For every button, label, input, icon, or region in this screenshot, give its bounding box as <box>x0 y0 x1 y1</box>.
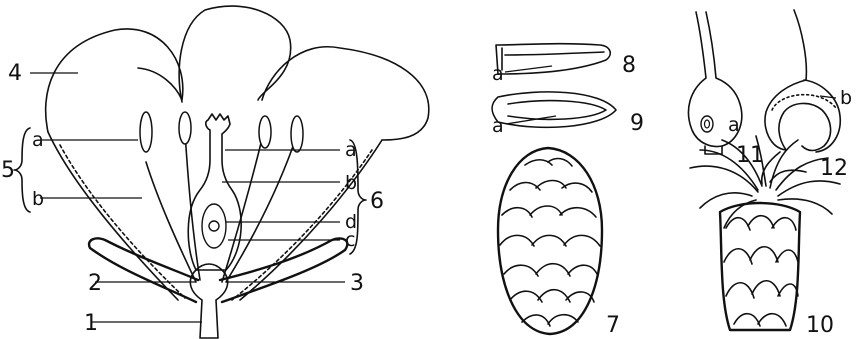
fig-8-number: 8 <box>622 53 636 78</box>
fig-9: a 9 <box>492 92 644 137</box>
fig-12-label-b: b <box>840 87 852 109</box>
ovule <box>209 221 219 231</box>
fig-12: b 12 <box>765 10 852 181</box>
label-2: 2 <box>88 271 102 296</box>
anther-2 <box>179 112 191 144</box>
label-a-left: a <box>32 129 44 151</box>
anther-3 <box>259 116 271 148</box>
fig-11-label-a: a <box>728 114 740 136</box>
flower-section: 4 5 a b 2 1 3 a b d c 6 <box>1 6 429 338</box>
label-6: 6 <box>370 189 384 214</box>
fig-9-number: 9 <box>630 111 644 136</box>
label-3: 3 <box>350 271 364 296</box>
petal-center <box>179 6 291 102</box>
fig-10-bracts <box>724 216 798 326</box>
fig-11-number: 11 <box>736 143 764 168</box>
fig-12-number: 12 <box>820 156 848 181</box>
fig-8-label-a: a <box>492 63 504 85</box>
anther-4 <box>291 116 303 152</box>
brace-5 <box>14 128 30 212</box>
fig-9-label-a: a <box>492 115 504 137</box>
label-b-left: b <box>32 188 44 210</box>
fig-7-scales <box>500 159 600 326</box>
sepal-right <box>220 238 347 302</box>
fig-10-number: 10 <box>806 313 834 338</box>
fig-7-number: 7 <box>606 313 620 338</box>
label-4: 4 <box>8 61 22 86</box>
label-1: 1 <box>84 311 98 336</box>
label-a-right: a <box>345 139 357 161</box>
petal-edge-left <box>60 145 185 298</box>
label-b-right: b <box>345 172 357 194</box>
anther-1 <box>140 112 152 152</box>
fig-10: 10 <box>690 136 840 338</box>
label-5: 5 <box>1 158 15 183</box>
sepal-left <box>89 238 198 302</box>
petal-right <box>262 47 429 140</box>
fig-8: a 8 <box>492 44 636 85</box>
fig-11: a 11 <box>688 12 764 168</box>
fig-7: 7 <box>498 148 620 338</box>
label-c-right: c <box>345 229 355 251</box>
petal-left <box>46 29 183 132</box>
